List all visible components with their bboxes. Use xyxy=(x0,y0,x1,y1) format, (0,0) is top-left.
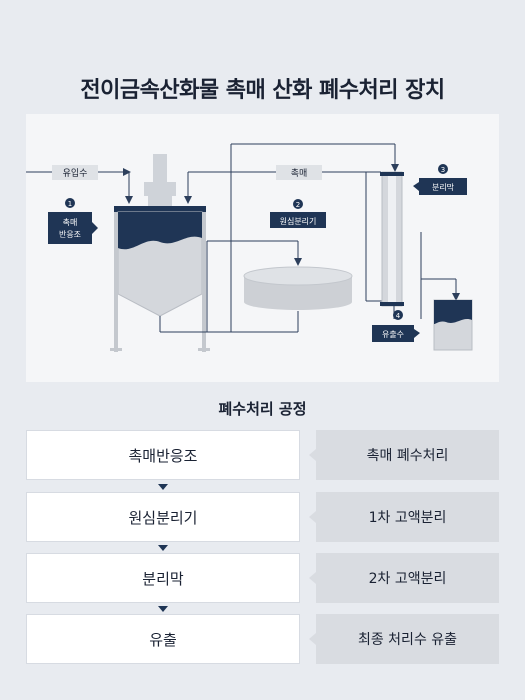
process-diagram-svg: 유입수 촉매 xyxy=(26,143,473,352)
desc-notch xyxy=(309,449,316,461)
membrane-label-pointer xyxy=(413,182,419,191)
outflow-liquid xyxy=(434,300,472,324)
step-desc-reactor: 촉매 폐수처리 xyxy=(309,430,499,480)
membrane-cap-bottom xyxy=(380,302,404,306)
inflow-label: 유입수 xyxy=(63,167,88,179)
motor-body xyxy=(144,182,176,196)
reactor-leg-left xyxy=(114,212,118,352)
step-desc: 2차 고액분리 xyxy=(368,571,447,587)
centrifuge-top xyxy=(243,266,353,286)
centrifuge-num: 2 xyxy=(296,201,300,209)
reactor-num: 1 xyxy=(68,200,72,208)
motor-base xyxy=(148,196,172,206)
reactor-leg-right xyxy=(202,212,206,352)
step-box-centrifuge: 원심분리기 xyxy=(26,492,300,542)
step-name: 촉매반응조 xyxy=(128,446,198,465)
reactor-foot-left xyxy=(110,348,122,351)
membrane-cap-top xyxy=(380,172,404,176)
reactor-lid xyxy=(114,206,206,212)
catalyst-label: 촉매 xyxy=(291,168,308,179)
step-desc: 촉매 폐수처리 xyxy=(366,448,449,464)
centrifuge-label: 원심분리기 xyxy=(280,216,317,226)
step-name: 원심분리기 xyxy=(128,508,198,527)
process-diagram: 유입수 촉매 xyxy=(26,114,499,382)
motor-top xyxy=(153,154,167,182)
reactor-label-pointer xyxy=(92,222,98,234)
reactor-label-bg xyxy=(48,212,92,244)
outflow-num-badge xyxy=(393,310,403,320)
step-desc-membrane: 2차 고액분리 xyxy=(309,553,499,603)
step-arrow xyxy=(158,606,168,612)
centrifuge-num-badge xyxy=(293,199,303,209)
membrane-num-badge xyxy=(438,164,448,174)
outflow-label: 유출수 xyxy=(382,329,404,339)
membrane-label: 분리막 xyxy=(432,182,455,192)
step-box-reactor: 촉매반응조 xyxy=(26,430,300,480)
desc-notch xyxy=(309,511,316,523)
step-name: 분리막 xyxy=(142,569,184,588)
membrane-label-bg xyxy=(419,178,467,195)
catalyst-label-bg xyxy=(276,165,322,180)
outflow-label-bg xyxy=(372,325,414,342)
step-box-outflow: 유출 xyxy=(26,614,300,664)
reactor-num-badge xyxy=(65,198,75,208)
centrifuge-label-bg xyxy=(270,212,326,228)
reactor-foot-right xyxy=(198,348,210,351)
membrane-core xyxy=(388,176,396,302)
desc-notch xyxy=(309,572,316,584)
step-desc-centrifuge: 1차 고액분리 xyxy=(309,492,499,542)
outflow-label-pointer xyxy=(414,329,420,338)
inflow-label-bg xyxy=(52,165,98,180)
reactor-liquid xyxy=(118,212,202,250)
step-desc-outflow: 최종 처리수 유출 xyxy=(309,614,499,664)
outflow-num: 4 xyxy=(396,312,401,320)
step-arrow xyxy=(158,545,168,551)
step-arrow xyxy=(158,484,168,490)
reactor-label-2: 반응조 xyxy=(59,230,81,239)
process-section-title: 폐수처리 공정 xyxy=(218,400,307,418)
step-desc: 1차 고액분리 xyxy=(368,510,447,526)
membrane-num: 3 xyxy=(441,166,445,174)
desc-notch xyxy=(309,633,316,645)
step-name: 유출 xyxy=(149,630,177,649)
centrifuge-body xyxy=(244,276,352,310)
step-desc: 최종 처리수 유출 xyxy=(357,632,458,648)
step-box-membrane: 분리막 xyxy=(26,553,300,603)
reactor-label-1: 촉매 xyxy=(63,218,78,227)
page-title: 전이금속산화물 촉매 산화 폐수처리 장치 xyxy=(80,78,445,103)
